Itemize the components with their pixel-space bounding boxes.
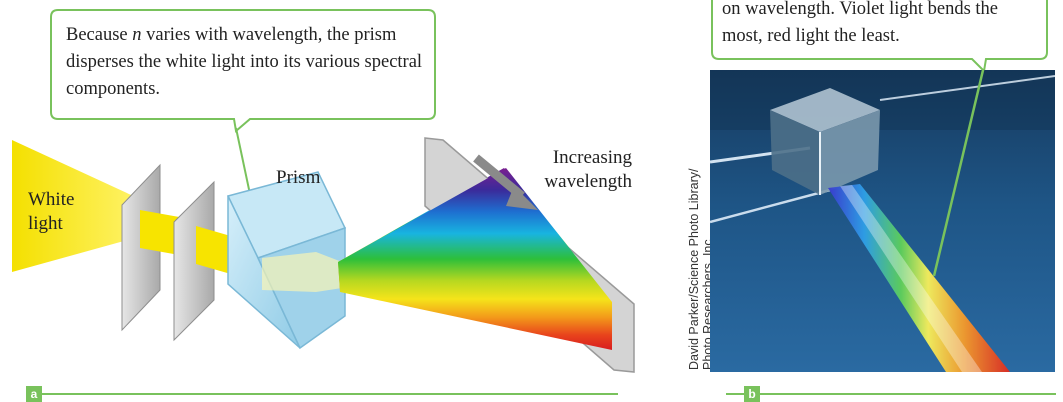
photo-prism-top [770, 88, 880, 132]
slit-screen-2 [173, 180, 215, 342]
spectrum-on-screen [338, 168, 612, 350]
photo-prism-right [820, 110, 880, 195]
panel-b-rule-right [760, 393, 1056, 395]
wavelength-arrowhead [506, 186, 538, 210]
prism-label: Prism [276, 167, 321, 188]
photo-spectrum-glow [840, 185, 982, 372]
white-light-source [12, 140, 142, 272]
panel-b: on wavelength. Violet light bends the mo… [640, 0, 1063, 402]
panel-b-rule-left [726, 393, 744, 395]
callout-pointer-b [932, 70, 985, 277]
photo-spectrum [828, 184, 1010, 372]
incoming-beam-2 [710, 188, 831, 224]
outgoing-beam [879, 75, 1055, 101]
callout-b-text: on wavelength. Violet light bends the mo… [722, 0, 999, 46]
prism-photograph [710, 70, 1055, 372]
callout-a-text: Because n varies with wavelength, the pr… [66, 25, 423, 99]
light-inside-prism [262, 252, 342, 292]
increasing-wavelength-label: Increasing wavelength [544, 147, 632, 192]
white-light-label: White light [28, 189, 75, 234]
variable-n: n [132, 25, 142, 45]
panel-a-rule [42, 393, 618, 395]
panel-a: Because n varies with wavelength, the pr… [12, 9, 635, 402]
panel-b-tag: b [744, 386, 760, 402]
photo-prism-left [770, 110, 820, 195]
panel-a-tag: a [26, 386, 42, 402]
callout-box [50, 9, 436, 133]
photo-art [710, 70, 1055, 372]
prism-dispersion-diagram [12, 9, 635, 373]
